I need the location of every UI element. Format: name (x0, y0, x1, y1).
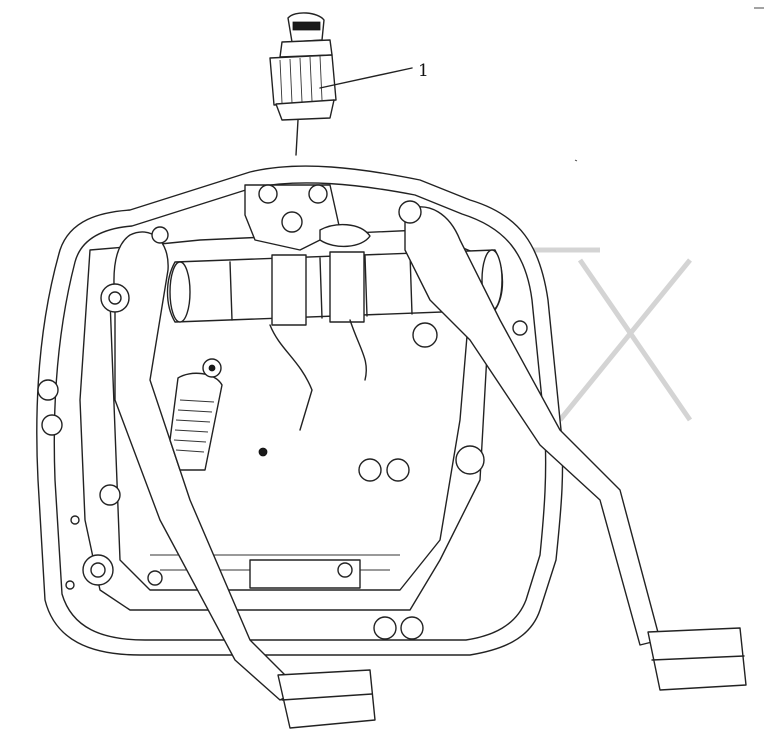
sensor (269, 12, 337, 156)
brake-pedal (398, 200, 747, 691)
callout-number: 1 (418, 61, 429, 81)
bolts (37, 226, 528, 640)
top-bracket (244, 184, 371, 251)
master-cylinder (169, 358, 223, 471)
callout-1: 1 (319, 61, 429, 89)
clutch-pedal (100, 231, 376, 729)
marks (574, 7, 764, 162)
